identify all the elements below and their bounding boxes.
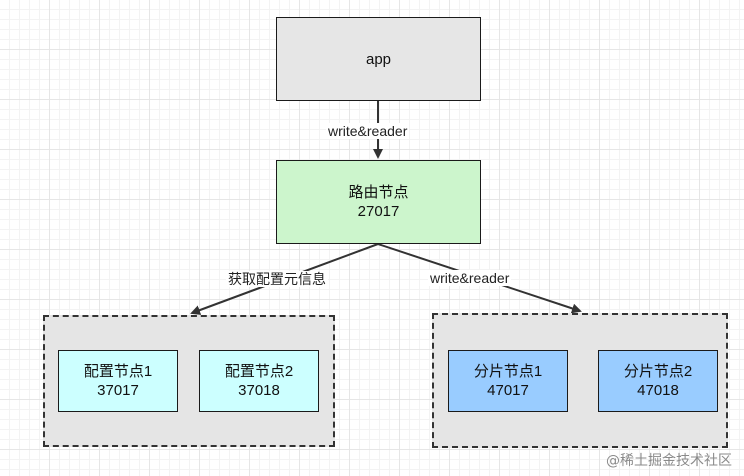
router-node-port: 27017 [357,203,400,220]
config-node-1-name: 配置节点1 [83,363,153,380]
shard-node-1[interactable]: 分片节点1 47017 [448,350,568,412]
app-node-label: app [365,50,392,68]
shard-node-2-port: 47018 [637,382,679,399]
config-node-2-port: 37018 [238,382,280,399]
edge-label-router-shards: write&reader [428,270,512,286]
config-node-2-name: 配置节点2 [224,363,294,380]
shard-node-2[interactable]: 分片节点2 47018 [598,350,718,412]
edge-label-router-config: 获取配置元信息 [226,271,328,287]
config-node-2[interactable]: 配置节点2 37018 [199,350,319,412]
config-node-1[interactable]: 配置节点1 37017 [58,350,178,412]
router-node-name: 路由节点 [348,184,409,201]
watermark: @稀土掘金技术社区 [606,453,732,469]
edge-label-app-router: write&reader [326,123,410,139]
app-node[interactable]: app [276,17,481,101]
shard-node-2-name: 分片节点2 [623,363,693,380]
config-node-1-port: 37017 [97,382,139,399]
shard-node-1-name: 分片节点1 [473,363,543,380]
shard-node-1-port: 47017 [487,382,529,399]
router-node[interactable]: 路由节点 27017 [276,160,481,244]
